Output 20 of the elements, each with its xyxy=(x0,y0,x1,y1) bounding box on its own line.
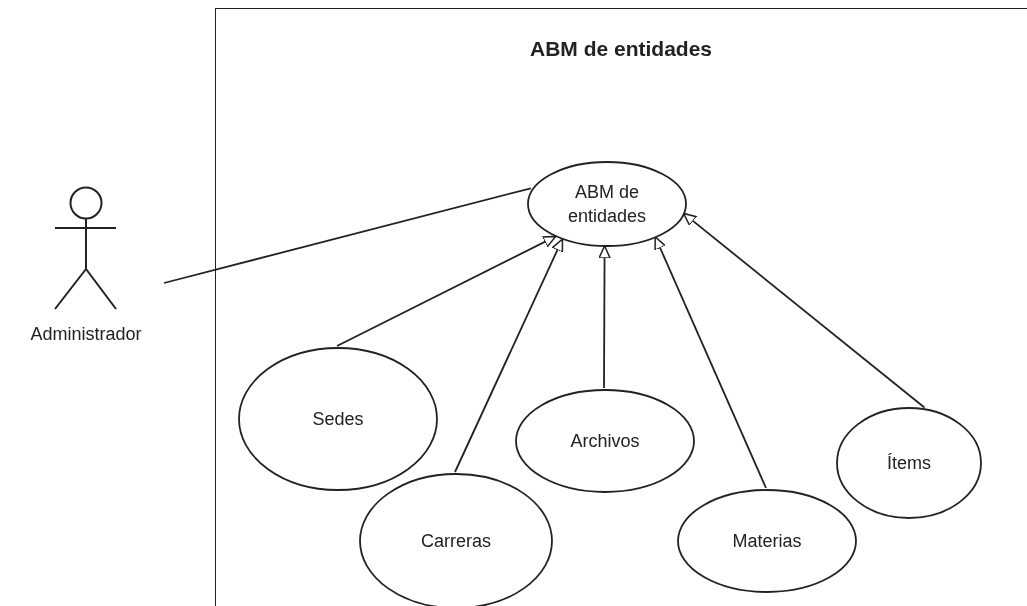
actor-label: Administrador xyxy=(29,324,143,345)
generalization-arrow xyxy=(336,235,557,347)
generalization-arrow xyxy=(598,245,611,389)
use-case-ellipse xyxy=(677,489,857,593)
use-case-ellipse xyxy=(527,161,687,247)
use-case-ellipse xyxy=(238,347,438,491)
use-case-ellipse xyxy=(836,407,982,519)
association-line xyxy=(163,187,532,284)
use-case-label: Sedes xyxy=(312,407,364,431)
boundary-title: ABM de entidades xyxy=(529,37,713,61)
use-case-label: Carreras xyxy=(421,529,491,553)
generalization-arrow xyxy=(682,212,926,409)
use-case-label: Ítems xyxy=(887,451,931,475)
generalization-arrow xyxy=(454,238,564,473)
use-case-ellipse xyxy=(515,389,695,493)
system-boundary xyxy=(215,8,1027,606)
generalization-arrow xyxy=(654,236,767,489)
use-case-label: Materias xyxy=(732,529,802,553)
use-case-label: ABM de entidades xyxy=(566,180,648,228)
use-case-label: Archivos xyxy=(570,429,640,453)
